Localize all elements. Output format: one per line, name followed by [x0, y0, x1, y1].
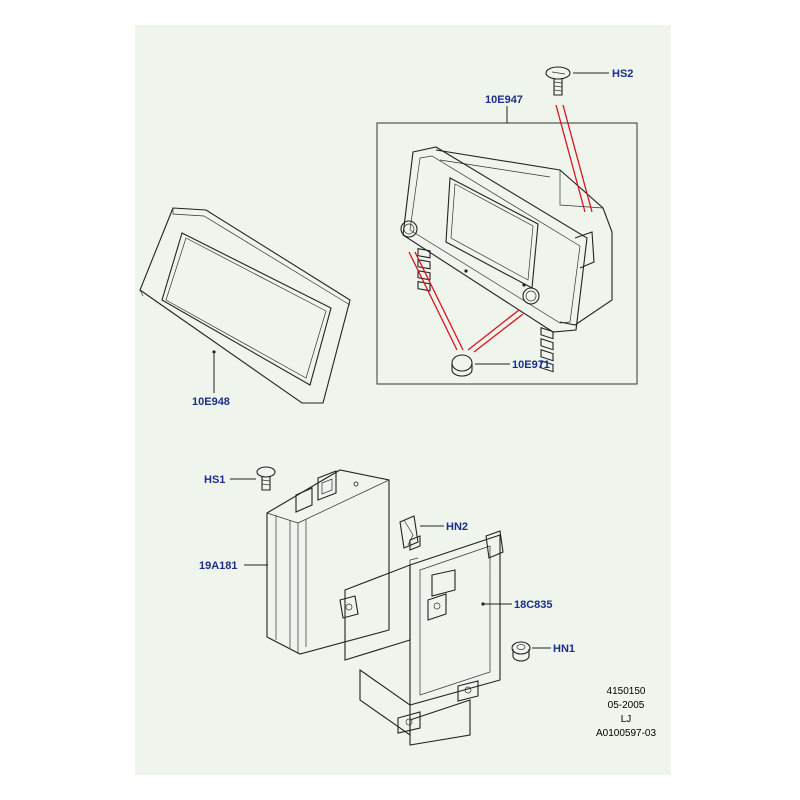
red-guide-knob-b [414, 251, 464, 351]
bezel-trim-10E948 [139, 207, 351, 404]
red-guide-hs2-a [555, 104, 586, 213]
label-HS2: HS2 [612, 68, 633, 80]
label-10E948: 10E948 [192, 396, 230, 408]
label-10E971: 10E971 [512, 359, 550, 371]
label-10E947: 10E947 [485, 94, 523, 106]
flange-nut-HN1 [511, 641, 531, 662]
label-HN2: HN2 [446, 521, 468, 533]
red-guide-knob-c [467, 309, 520, 351]
navigation-radio-unit [400, 146, 613, 373]
control-module-19A181 [266, 469, 390, 655]
clip-nut-HN2 [399, 515, 421, 551]
reference-code: A0100597-03 [596, 728, 656, 739]
label-HS1: HS1 [204, 474, 225, 486]
mounting-bracket-18C835 [339, 530, 504, 746]
reference-initials: LJ [621, 714, 632, 725]
label-19A181: 19A181 [199, 560, 238, 572]
red-guide-knob-a [408, 251, 458, 351]
red-guide-knob-d [473, 313, 524, 353]
reference-number: 4150150 [607, 686, 646, 697]
reference-date: 05-2005 [608, 700, 645, 711]
bolt-HS1 [256, 466, 276, 491]
knob-cap-10E971 [451, 354, 473, 377]
diagram-background [135, 25, 671, 775]
label-HN1: HN1 [553, 643, 575, 655]
screw-HS2 [545, 66, 571, 96]
label-18C835: 18C835 [514, 599, 553, 611]
red-guide-hs2-b [562, 104, 593, 213]
